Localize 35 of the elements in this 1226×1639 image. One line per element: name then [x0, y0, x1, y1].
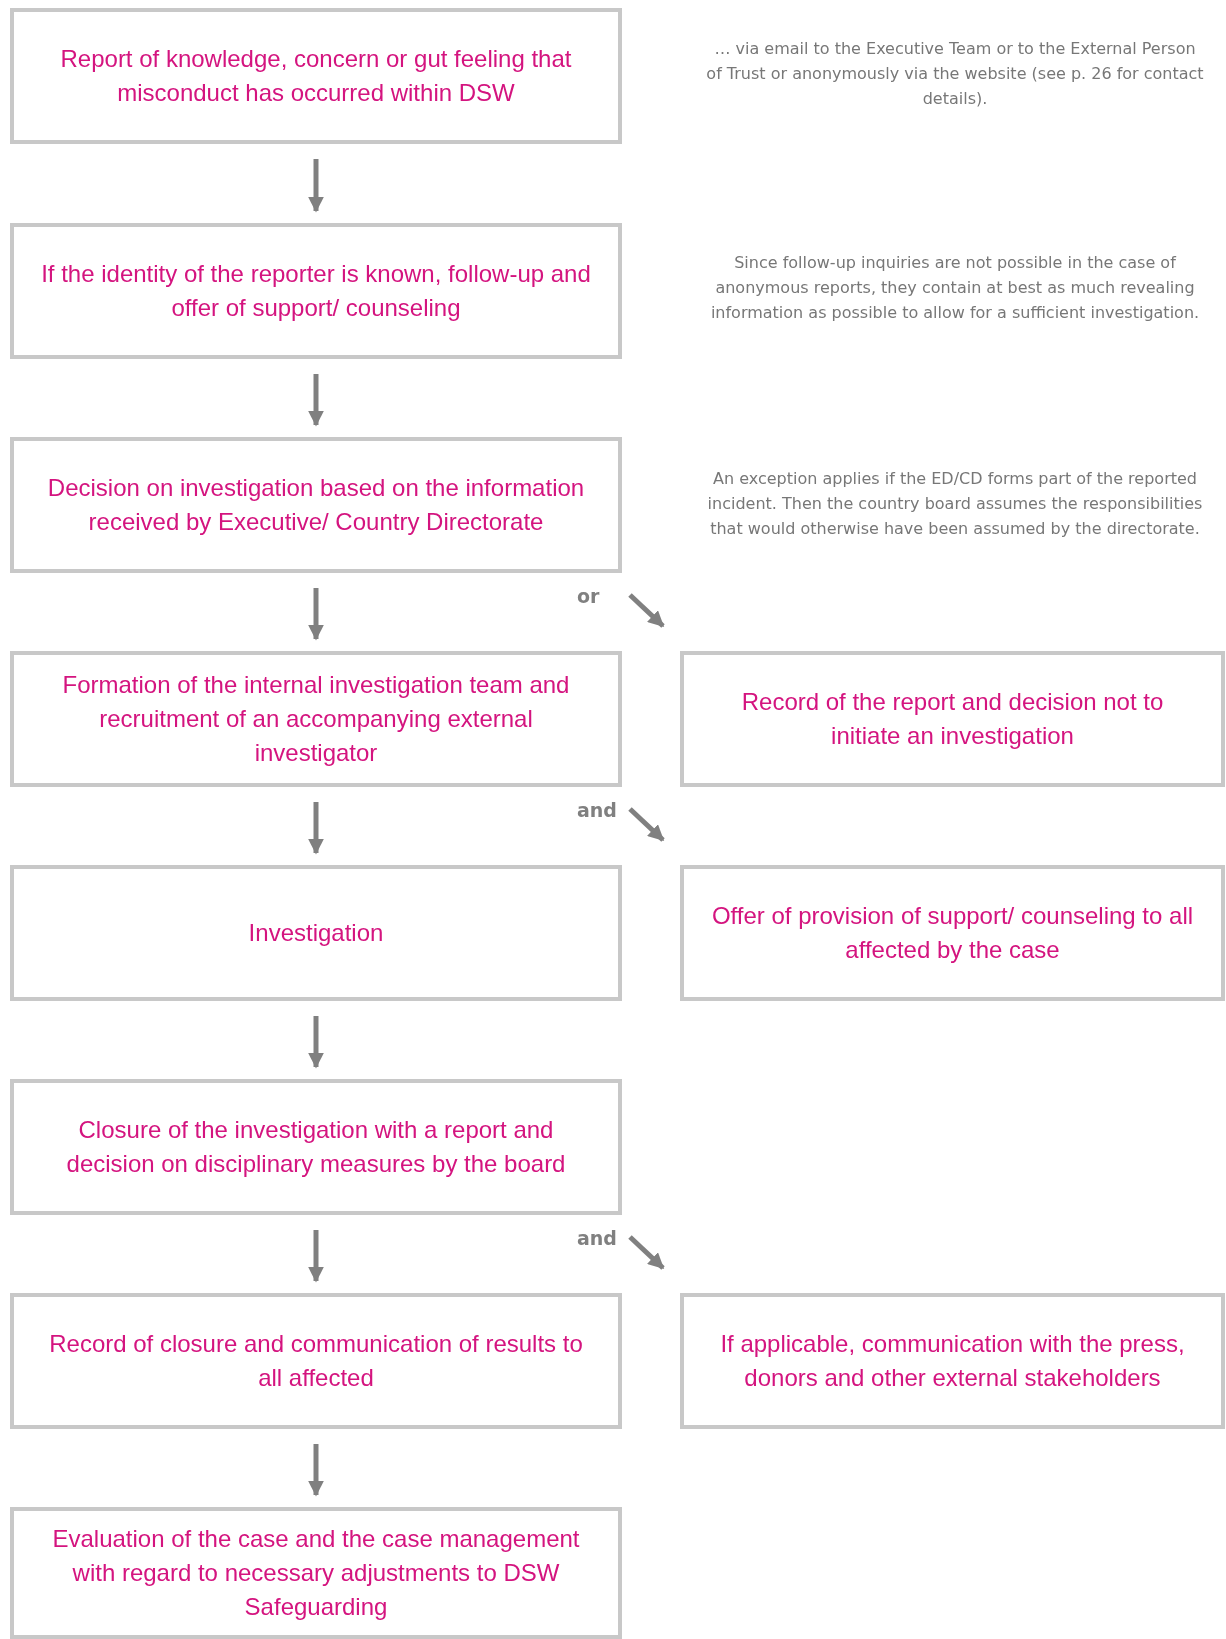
step-text: Decision on investigation based on the information received by Executive/ Country Directorate — [46, 473, 586, 537]
process-box — [10, 223, 622, 359]
process-box — [10, 1079, 622, 1215]
arrow — [308, 1444, 324, 1497]
step-text: Closure of the investigation with a report and decision on disciplinary measures by the board — [65, 1115, 567, 1179]
process-box — [680, 1293, 1225, 1429]
process-box — [10, 1293, 622, 1429]
note-text: … via email to the Executive Team or to the External Person of Trust or anonymously via the website (see p. 26 for contact details). — [705, 38, 1205, 110]
arrow — [308, 374, 324, 427]
note-text: Since follow-up inquiries are not possible in the case of anonymous reports, they contain at best as much revealing information as possible to allow for a sufficient investigation. — [709, 252, 1201, 324]
process-box — [10, 8, 622, 144]
arrow — [308, 159, 324, 213]
step-text: Offer of provision of support/ counseling to all affected by the case — [710, 901, 1195, 965]
process-box — [680, 865, 1225, 1001]
arrow — [308, 1230, 324, 1283]
step-text: If applicable, communication with the press, donors and other external stakeholders — [719, 1329, 1186, 1393]
note-text: An exception applies if the ED/CD forms part of the reported incident. Then the country board assumes the responsibilities that would otherwise have been assumed by the directorate. — [706, 468, 1204, 540]
arrow — [628, 593, 665, 628]
arrow — [308, 588, 324, 641]
process-box — [10, 865, 622, 1001]
step-text: Investigation — [248, 918, 384, 948]
step-text: Evaluation of the case and the case management with regard to necessary adjustments to DSW Safeguarding — [51, 1524, 581, 1622]
step-text: Report of knowledge, concern or gut feeling that misconduct has occurred within DSW — [59, 44, 573, 108]
arrow — [628, 1235, 665, 1270]
process-box — [10, 1507, 622, 1639]
arrow — [628, 807, 665, 842]
step-text: Record of the report and decision not to initiate an investigation — [740, 687, 1165, 751]
process-box — [10, 437, 622, 573]
process-box — [10, 651, 622, 787]
step-text: If the identity of the reporter is known, follow-up and offer of support/ counseling — [40, 259, 592, 323]
step-text: Record of closure and communication of results to all affected — [48, 1329, 584, 1393]
arrow — [308, 802, 324, 855]
process-box — [680, 651, 1225, 787]
step-text: Formation of the internal investigation team and recruitment of an accompanying external investigator — [61, 670, 571, 768]
arrow — [308, 1016, 324, 1069]
